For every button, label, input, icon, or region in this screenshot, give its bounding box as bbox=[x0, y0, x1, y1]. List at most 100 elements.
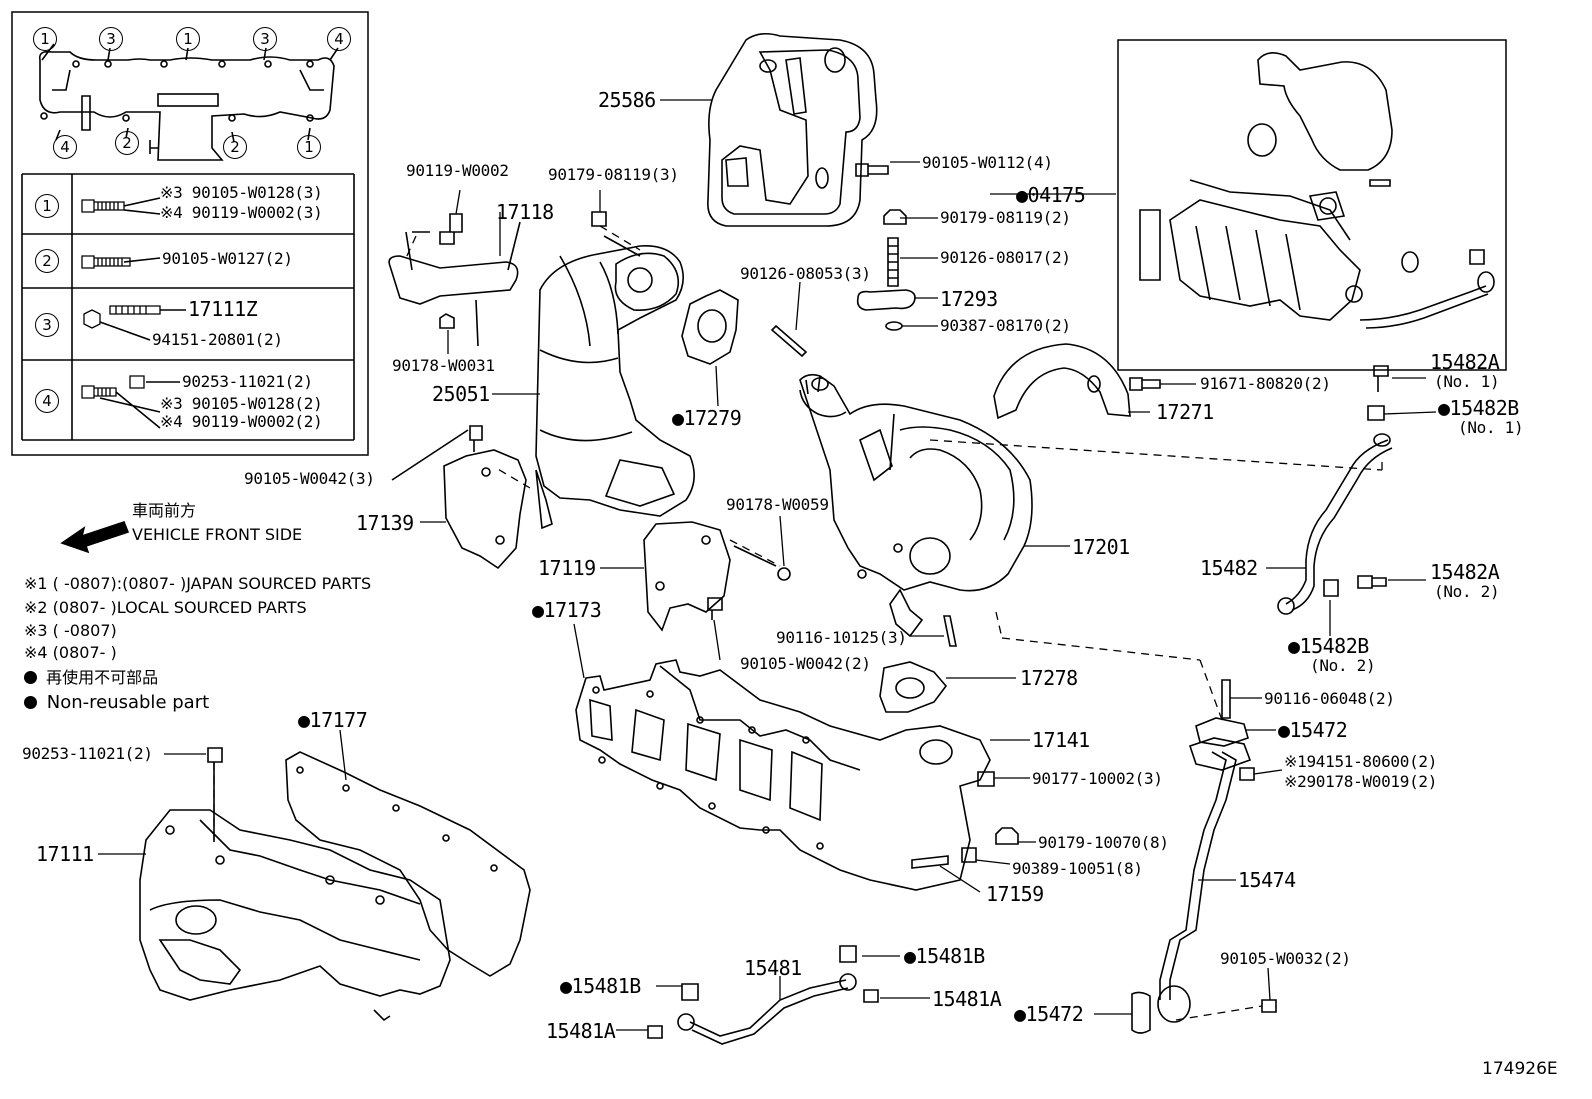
exhaust-manifold-17141 bbox=[575, 659, 991, 891]
inset-row-4-line-2: ※3 90105-W0128(2) bbox=[160, 394, 323, 413]
catalytic-converter-25051 bbox=[535, 245, 695, 530]
inset-row-3-line-2: 94151-20801(2) bbox=[152, 330, 283, 349]
part-label-90178-W0031: 90178-W0031 bbox=[392, 356, 495, 375]
part-label-90105-W0042-2: 90105-W0042(2) bbox=[740, 654, 871, 673]
inset-row-2-number: 2 bbox=[35, 249, 59, 273]
bracket-17139 bbox=[443, 449, 527, 570]
part-label-15481A-right: 15481A bbox=[932, 987, 1002, 1011]
part-label-17159: 17159 bbox=[986, 882, 1044, 906]
part-label-15482: 15482 bbox=[1200, 556, 1258, 580]
part-label-15481: 15481 bbox=[744, 956, 802, 980]
inset-circle-bottom-4: 1 bbox=[297, 135, 321, 159]
heat-insulator-25586 bbox=[707, 32, 878, 227]
inset-row-4-number: 4 bbox=[35, 389, 59, 413]
part-label-17173: ●17173 bbox=[532, 598, 602, 622]
inset-circle-top-5: 4 bbox=[327, 27, 351, 51]
illustration-code: 174926E bbox=[1482, 1059, 1558, 1079]
part-label-15474: 15474 bbox=[1238, 868, 1296, 892]
turbocharger-17201 bbox=[799, 373, 1033, 638]
inset-circle-top-1: 1 bbox=[33, 27, 57, 51]
inset-row-1-line-1: ※3 90105-W0128(3) bbox=[160, 183, 323, 202]
part-label-90119-W0002: 90119-W0002 bbox=[406, 161, 509, 180]
intake-manifold-17111 bbox=[139, 747, 451, 1022]
inset-row-3-number: 3 bbox=[35, 313, 59, 337]
note-3: ※3 ( -0807) bbox=[24, 621, 117, 640]
nonreusable-en-text: Non-reusable part bbox=[46, 692, 210, 713]
part-label-17111: 17111 bbox=[36, 842, 94, 866]
part-label-17118: 17118 bbox=[496, 200, 554, 224]
part-label-15482A-no1-note: (No. 1) bbox=[1434, 372, 1500, 391]
inset-row-4-line-1: 90253-11021(2) bbox=[182, 372, 313, 391]
inset-row-3-line-1: 17111Z bbox=[188, 297, 258, 321]
part-label-90105-W0032: 90105-W0032(2) bbox=[1220, 949, 1351, 968]
gasket-17279 bbox=[681, 289, 739, 365]
inset-circle-top-3: 1 bbox=[176, 27, 200, 51]
gasket-17177 bbox=[285, 751, 531, 977]
part-label-25051: 25051 bbox=[432, 382, 490, 406]
part-label-91671-80820: 91671-80820(2) bbox=[1200, 374, 1331, 393]
gasket-17278 bbox=[879, 661, 948, 713]
inset-circle-top-4: 3 bbox=[253, 27, 277, 51]
part-label-17279: ●17279 bbox=[672, 406, 742, 430]
sensor-pipe-15481 bbox=[689, 979, 847, 1037]
manifold-bolt-inset bbox=[11, 11, 369, 456]
part-label-04175: ●04175 bbox=[1016, 183, 1086, 207]
part-label-17201: 17201 bbox=[1072, 535, 1130, 559]
part-label-90126-08053: 90126-08053(3) bbox=[740, 264, 871, 283]
note-2: ※2 (0807- )LOCAL SOURCED PARTS bbox=[24, 598, 307, 617]
inset-circle-bottom-1: 4 bbox=[53, 135, 77, 159]
part-label-90178-W0019: ※290178-W0019(2) bbox=[1284, 772, 1438, 791]
part-label-15481B-left: ●15481B bbox=[560, 974, 641, 998]
nonreusable-en: Non-reusable part bbox=[24, 694, 209, 712]
part-label-90126-08017: 90126-08017(2) bbox=[940, 248, 1071, 267]
part-label-17271: 17271 bbox=[1156, 400, 1214, 424]
inset-row-4-line-3: ※4 90119-W0002(2) bbox=[160, 412, 323, 431]
inset-circle-bottom-2: 2 bbox=[115, 131, 139, 155]
part-label-90179-10070: 90179-10070(8) bbox=[1038, 833, 1169, 852]
part-label-17278: 17278 bbox=[1020, 666, 1078, 690]
note-1: ※1 ( -0807):(0807- )JAPAN SOURCED PARTS bbox=[24, 574, 372, 593]
heat-insulator-17271 bbox=[993, 343, 1131, 420]
vehicle-front-jp: 車両前方 bbox=[132, 501, 197, 520]
part-label-90177-10002: 90177-10002(3) bbox=[1032, 769, 1163, 788]
part-label-90116-06048: 90116-06048(2) bbox=[1264, 689, 1395, 708]
inset-row-1-number: 1 bbox=[35, 194, 59, 218]
note-4: ※4 (0807- ) bbox=[24, 643, 117, 662]
inset-circle-top-2: 3 bbox=[99, 27, 123, 51]
bullet-icon bbox=[24, 696, 37, 709]
part-label-90387-08170: 90387-08170(2) bbox=[940, 316, 1071, 335]
part-label-15482B-no1-note: (No. 1) bbox=[1458, 418, 1524, 437]
inset-circle-bottom-3: 2 bbox=[223, 135, 247, 159]
part-label-15482A-no2: 15482A bbox=[1430, 560, 1500, 584]
nonreusable-jp-text: 再使用不可部品 bbox=[46, 668, 159, 687]
part-label-90179-08119-2: 90179-08119(2) bbox=[940, 208, 1071, 227]
gasket-kit-inset-04175 bbox=[1117, 39, 1507, 371]
part-label-25586: 25586 bbox=[598, 88, 656, 112]
part-label-15482B-no1: ●15482B bbox=[1438, 396, 1519, 420]
vehicle-front-en: VEHICLE FRONT SIDE bbox=[132, 525, 303, 544]
part-label-15482A-no1: 15482A bbox=[1430, 350, 1500, 374]
part-label-90389-10051: 90389-10051(8) bbox=[1012, 859, 1143, 878]
bracket-17119 bbox=[643, 521, 731, 632]
part-label-15481B-right: ●15481B bbox=[904, 944, 985, 968]
nonreusable-jp: 再使用不可部品 bbox=[24, 669, 158, 687]
part-label-17293: 17293 bbox=[940, 287, 998, 311]
part-label-15472-top: ●15472 bbox=[1278, 718, 1348, 742]
bracket-17118 bbox=[388, 255, 519, 305]
part-label-15482B-no2-note: (No. 2) bbox=[1310, 656, 1376, 675]
part-label-90179-08119-3: 90179-08119(3) bbox=[548, 165, 679, 184]
oil-pipe-15474 bbox=[1159, 751, 1227, 1000]
part-label-90105-W0042-3: 90105-W0042(3) bbox=[244, 469, 375, 488]
part-label-94151-80600: ※194151-80600(2) bbox=[1284, 752, 1438, 771]
part-label-15482B-no2: ●15482B bbox=[1288, 634, 1369, 658]
vehicle-front-arrow bbox=[60, 521, 130, 554]
oil-pipe-15482 bbox=[1285, 439, 1389, 605]
inset-row-1-line-2: ※4 90119-W0002(3) bbox=[160, 203, 323, 222]
inset-row-2-line-1: 90105-W0127(2) bbox=[162, 249, 293, 268]
part-label-90105-W0112: 90105-W0112(4) bbox=[922, 153, 1053, 172]
part-label-17139: 17139 bbox=[356, 511, 414, 535]
bullet-icon bbox=[24, 671, 37, 684]
part-label-15472-bottom: ●15472 bbox=[1014, 1002, 1084, 1026]
part-label-17119: 17119 bbox=[538, 556, 596, 580]
